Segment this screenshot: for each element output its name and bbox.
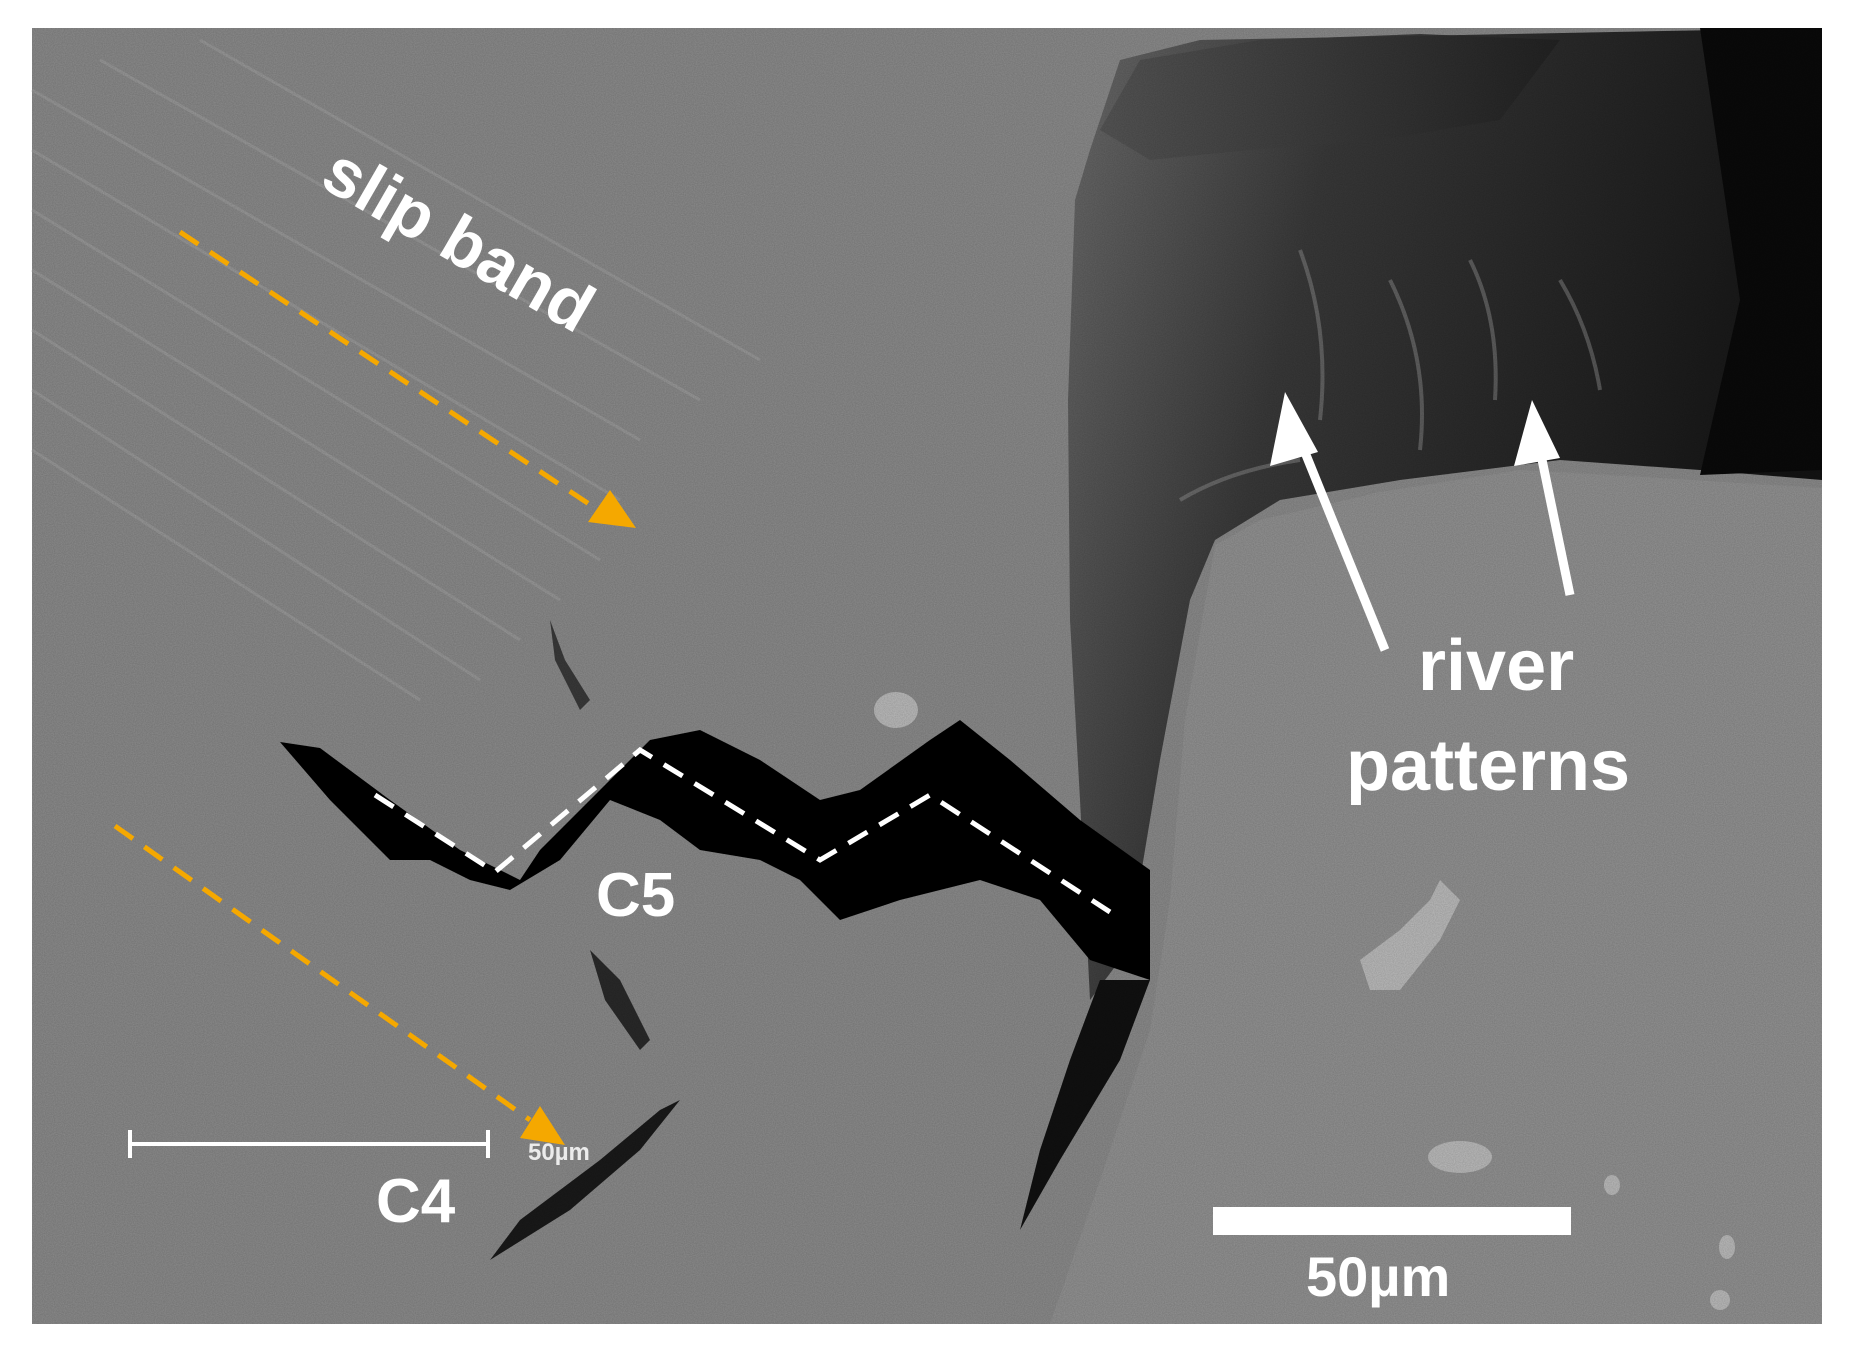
river-patterns-label-line2: patterns <box>1346 726 1630 806</box>
crack-c5-label: C5 <box>596 861 675 930</box>
small-scale-bar <box>128 1130 490 1158</box>
slip-direction-icon <box>178 229 636 528</box>
main-scale-label: 50µm <box>1306 1245 1450 1308</box>
slip-direction-icon <box>113 823 565 1145</box>
micrograph-area <box>31 28 1822 1324</box>
main-scale-bar <box>1213 1207 1571 1235</box>
river-pointer-icon <box>1270 392 1390 652</box>
small-scale-label: 50µm <box>528 1139 590 1166</box>
river-patterns-label-line1: river <box>1418 626 1574 706</box>
river-pointer-icon <box>1514 400 1575 596</box>
crack-c4-label: C4 <box>376 1167 456 1236</box>
crack-path-line <box>373 746 1112 915</box>
